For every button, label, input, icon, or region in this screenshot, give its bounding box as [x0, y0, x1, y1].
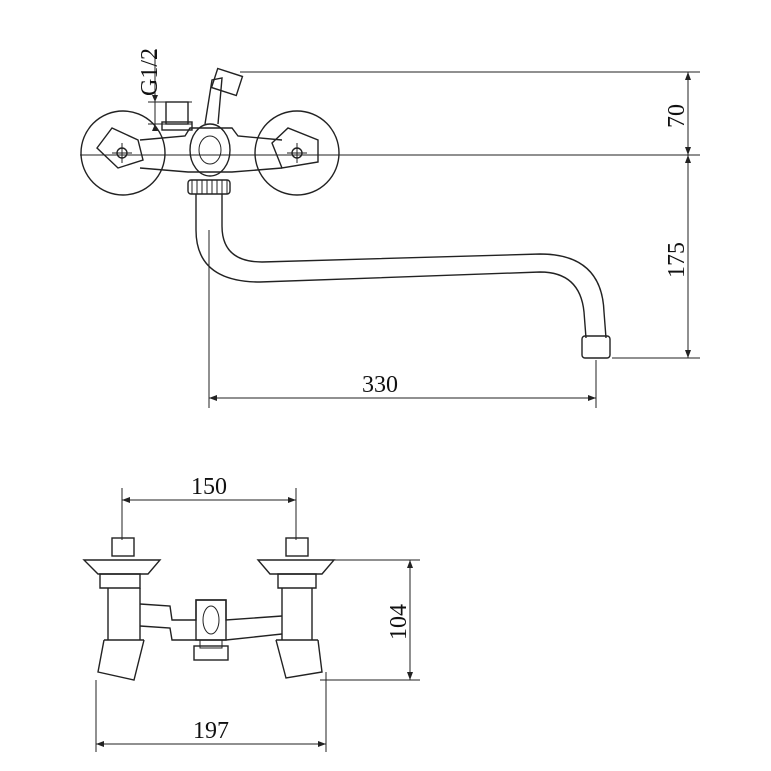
left-handle-disc — [80, 110, 166, 196]
front-height-dimension: 104 — [320, 559, 420, 681]
center-distance-dimension: 150 — [121, 474, 297, 540]
dim-197: 197 — [193, 718, 229, 744]
thread-dimension: G1/2 — [137, 48, 192, 131]
dim-104: 104 — [386, 604, 412, 640]
spout-length-dimension: 330 — [208, 230, 597, 408]
right-handle-disc — [254, 110, 340, 196]
right-valve — [256, 537, 336, 679]
bridge-body — [139, 599, 283, 661]
swivel-spout — [195, 194, 611, 359]
overall-width-dimension: 197 — [95, 672, 327, 752]
dim-330: 330 — [362, 372, 398, 398]
mixer-body — [139, 67, 283, 195]
dim-70: 70 — [664, 104, 690, 128]
front-view: 150 — [82, 474, 420, 752]
dim-150: 150 — [191, 474, 227, 500]
left-valve — [82, 537, 162, 681]
height-dimensions: 70 175 — [80, 71, 700, 359]
thread-label: G1/2 — [137, 48, 163, 96]
top-view: G1/2 70 175 330 — [80, 48, 700, 408]
dim-175: 175 — [664, 242, 690, 278]
